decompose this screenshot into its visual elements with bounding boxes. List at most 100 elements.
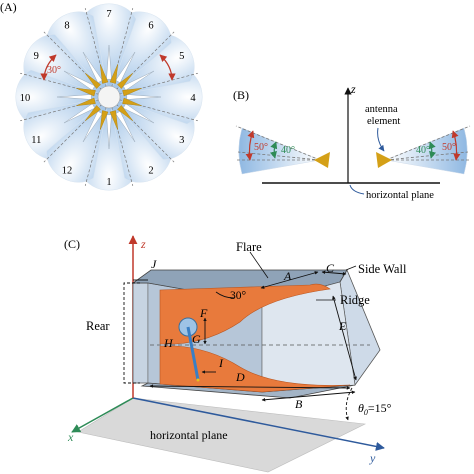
dim-label-g: G (192, 332, 201, 346)
left-angle-50: 50° (254, 142, 268, 153)
star-ray (115, 110, 136, 143)
sector-number: 4 (190, 93, 196, 104)
left-antenna-element (314, 152, 330, 168)
antenna-element (109, 64, 118, 84)
sector-number: 11 (31, 135, 41, 146)
feed-point (196, 378, 200, 382)
star-ray (122, 70, 155, 91)
ridge-label: Ridge (340, 293, 370, 307)
sector-number: 8 (64, 20, 69, 31)
dim-label-c: C (326, 261, 335, 275)
right-angle-40-arc-icon (428, 141, 437, 159)
tilt-angle-label: θ0=15° (358, 401, 392, 417)
dim-label-d: D (235, 370, 245, 384)
flare-angle-arc-icon (215, 291, 235, 299)
plane-label-b: horizontal plane (366, 190, 434, 201)
antenna-ring (76, 64, 142, 130)
sector-number: 10 (20, 93, 31, 104)
left-angle-40: 40° (281, 145, 295, 156)
antenna-element (122, 88, 142, 97)
antenna-element (122, 97, 142, 106)
right-angle-50: 50° (442, 142, 456, 153)
antenna-element (100, 110, 109, 130)
antenna-element (100, 64, 109, 84)
panel-b-label: (B) (233, 88, 249, 102)
dim-label-e: E (338, 319, 347, 333)
star-ray (126, 94, 162, 100)
plane-label-c: horizontal plane (150, 428, 228, 442)
dim-e-line (332, 295, 357, 381)
antenna-element (109, 110, 118, 130)
dim-label-h: H (163, 336, 174, 350)
sector-number: 1 (106, 177, 111, 188)
x-label: x (67, 430, 74, 444)
antenna-label-line2: element (367, 116, 400, 127)
rear-face (132, 282, 149, 384)
sector-number: 2 (148, 166, 153, 177)
sector-number: 12 (62, 166, 73, 177)
left-beam-lobe (238, 127, 321, 175)
rear-bracket (123, 282, 140, 384)
z-label-c: z (140, 237, 146, 251)
star-ray (56, 94, 92, 100)
dim-b-line (261, 390, 356, 402)
x-axis (71, 397, 134, 433)
side-wall-leader (345, 265, 357, 271)
panel-c-label: (C) (64, 237, 80, 251)
angle-arc-right-icon (159, 54, 176, 81)
rear-label: Rear (86, 319, 110, 333)
right-beam-lobe (385, 127, 468, 175)
z-label-b: z (350, 82, 356, 96)
dim-label-f: F (199, 306, 208, 320)
antenna-pointer-icon (377, 127, 385, 152)
dim-label-b: B (295, 397, 303, 411)
star-ray (82, 110, 103, 143)
side-wall-label: Side Wall (358, 262, 407, 276)
dim-d-line (149, 384, 351, 390)
antenna-element (117, 72, 134, 89)
tilt-angle-arc-icon (345, 387, 353, 421)
star-ray (115, 51, 136, 84)
plane-pointer-icon (349, 184, 365, 195)
right-boresight (385, 151, 469, 161)
panel-c: (C) horizontal plane x y z (64, 235, 407, 473)
left-boresight (237, 151, 321, 161)
angle-arc-icon (40, 54, 57, 81)
sector-number: 6 (148, 20, 153, 31)
dim-label-i: I (218, 356, 224, 370)
upper-ridge (159, 283, 331, 345)
sector-lobe (46, 96, 110, 183)
star-ray (63, 70, 96, 91)
antenna-element (84, 72, 101, 89)
dim-label-j: J (151, 257, 157, 271)
flare-label: Flare (236, 240, 262, 254)
sector-number: 9 (34, 51, 39, 62)
flare-leader (249, 251, 269, 279)
star-ray (63, 103, 96, 124)
horizontal-plane (77, 397, 367, 473)
sector-number: 5 (179, 51, 184, 62)
right-antenna-element (376, 152, 392, 168)
antenna-element (84, 105, 101, 122)
dim-c-line (321, 270, 347, 276)
left-angle-50-arc-icon (245, 130, 255, 161)
star-rays (56, 44, 162, 150)
panel-b: (B) z 50° 40° 40° 50° antenna element ho… (233, 82, 471, 201)
sector-number: 7 (106, 9, 111, 20)
antenna-label-line1: antenna (365, 104, 398, 115)
star-ray (106, 114, 112, 150)
panel-a-label: (A) (0, 0, 17, 14)
star-ray (106, 44, 112, 80)
left-angle-40-arc-icon (269, 141, 278, 159)
antenna-element (76, 97, 96, 106)
ring-center (97, 85, 121, 109)
y-axis (132, 397, 385, 451)
y-label: y (369, 451, 376, 465)
antenna-element (76, 88, 96, 97)
right-angle-40: 40° (416, 145, 430, 156)
sector-number: 3 (179, 135, 184, 146)
flare-angle-label: 30° (230, 290, 247, 302)
feed-probe (186, 326, 200, 381)
